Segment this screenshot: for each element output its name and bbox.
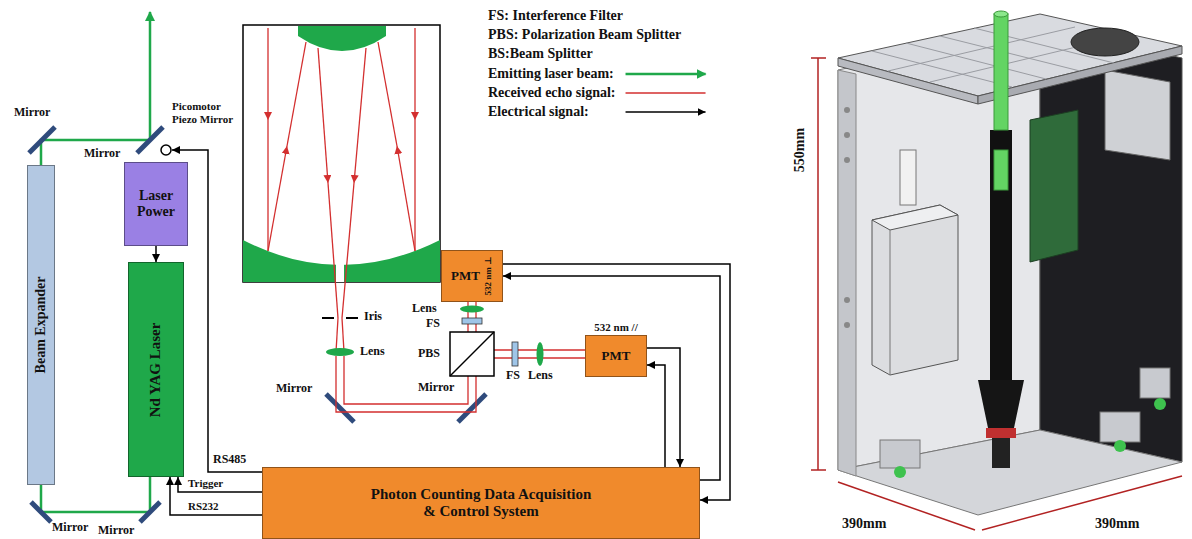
mirror-symbols [29, 127, 486, 522]
mirror-label: Mirror [418, 381, 454, 395]
rotated-text-holder: 532 nm ⊥ [483, 257, 493, 296]
signal-label: RS232 [188, 500, 219, 513]
lens-symbol [460, 306, 484, 313]
filter-label: FS [426, 317, 440, 331]
legend-text: Electrical signal: [488, 104, 589, 120]
dimension-label: 390mm [842, 516, 886, 532]
signal-connector [503, 264, 730, 500]
filter-label: FS [506, 369, 520, 383]
node-text: Beam Expander [33, 277, 49, 374]
filter-symbol [512, 342, 518, 366]
mirror-label: Picomotor Piezo Mirror [172, 100, 240, 125]
splitter-diagonal [450, 332, 494, 376]
signal-connector [647, 365, 665, 467]
lens-label: Lens [528, 369, 553, 383]
signal-connector [647, 348, 680, 467]
signal-connector [155, 246, 157, 262]
abbreviation-note: FS: Interference Filter [488, 8, 623, 24]
lens-symbol [537, 342, 544, 366]
node-text: Nd YAG Laser [147, 322, 164, 417]
dimension-lines [811, 58, 1182, 530]
picomotor-symbol [161, 145, 171, 155]
lens-label: Lens [360, 345, 385, 359]
rotated-text-holder: Nd YAG Laser [148, 322, 165, 417]
mirror-label: Mirror [98, 524, 134, 538]
lens-label: Lens [412, 302, 437, 316]
beam-expander-box: Beam Expander [27, 165, 55, 485]
rotated-text-holder: Beam Expander [33, 277, 49, 374]
lens-symbol [326, 348, 354, 356]
mirror-label: Mirror [84, 147, 120, 161]
mirror-label: Mirror [276, 382, 312, 396]
dimension-label: 550mm [792, 128, 808, 172]
mirror-label: Mirror [52, 521, 88, 535]
control-system-box: Photon Counting Data Acquisition & Contr… [262, 467, 700, 539]
splitter-label: PBS [418, 347, 440, 361]
abbreviation-note: PBS: Polarization Beam Splitter [488, 27, 681, 43]
signal-connector [170, 477, 262, 515]
primary-mirror [243, 240, 440, 282]
signal-label: Trigger [188, 477, 223, 490]
laser-power-box: Laser Power [124, 162, 188, 246]
node-heading: 532 nm // [566, 321, 666, 334]
node-text: 532 nm ⊥ [483, 256, 493, 295]
iris-symbol [322, 317, 334, 319]
mirror-hole [336, 262, 344, 282]
node-text: PMT [602, 349, 631, 364]
filter-symbol [462, 318, 482, 324]
dimension-label: 390mm [1095, 516, 1139, 532]
abbreviation-note: BS:Beam Splitter [488, 46, 593, 62]
legend-text: Received echo signal: [488, 85, 616, 101]
signal-label: RS485 [213, 453, 246, 467]
telescope-tube [243, 25, 440, 282]
mirror-label: Mirror [14, 106, 50, 120]
node-text: Laser Power [125, 188, 187, 220]
laser-box: Nd YAG Laser [128, 262, 184, 477]
signal-connector [503, 276, 720, 480]
legend-sample [626, 92, 706, 94]
signal-connector [178, 477, 262, 492]
legend-sample [626, 73, 706, 76]
secondary-mirror [298, 26, 386, 51]
iris-label: Iris [364, 310, 382, 324]
instrument-rendering [838, 11, 1182, 515]
pmt-box: PMT532 nm // [585, 335, 647, 377]
node-text: PMT [451, 269, 480, 284]
pmt-box: PMT532 nm ⊥ [441, 250, 503, 302]
legend-text: Emitting laser beam: [488, 66, 614, 82]
splitter-cube [450, 332, 494, 376]
iris-symbol [346, 317, 358, 319]
legend-sample [626, 111, 706, 113]
node-text: Photon Counting Data Acquisition & Contr… [366, 486, 596, 521]
